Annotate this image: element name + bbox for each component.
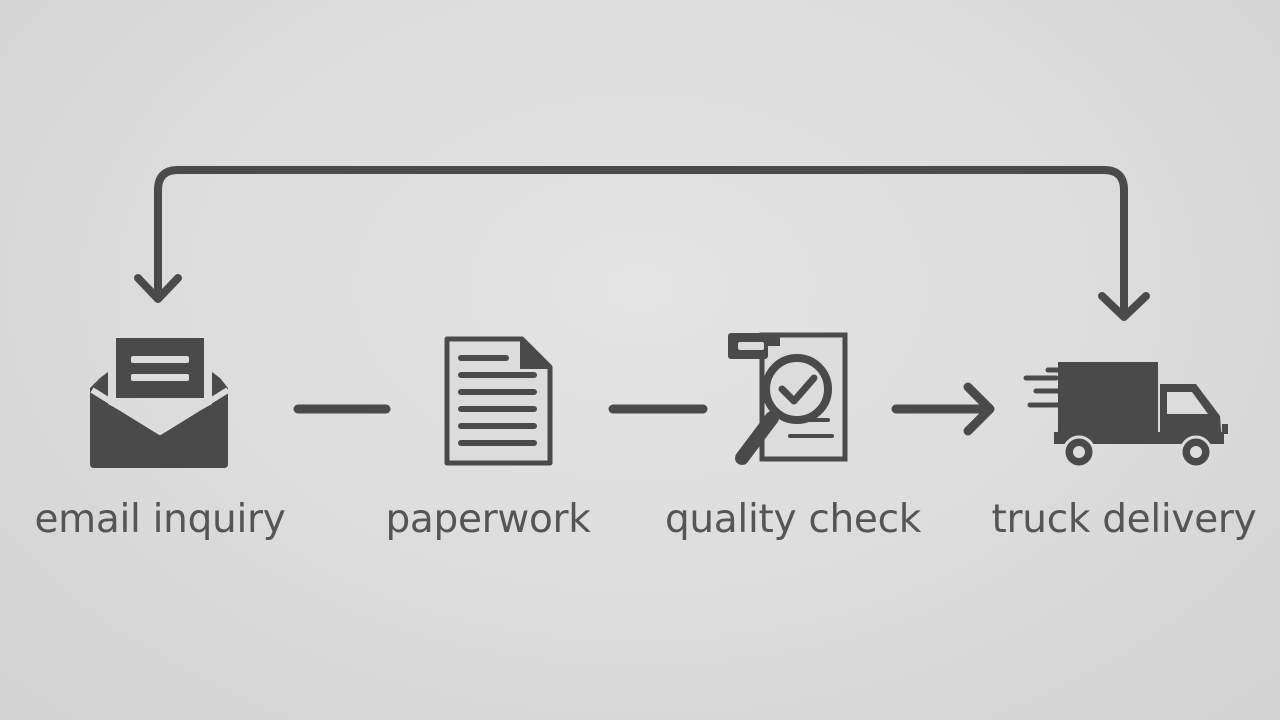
loop-connector bbox=[134, 166, 1150, 321]
envelope-letter-icon bbox=[90, 338, 230, 468]
loop-line bbox=[154, 166, 1128, 318]
loop-arrowhead-left bbox=[134, 274, 182, 303]
connector-arrow-3 bbox=[891, 382, 995, 436]
loop-arrowhead-right bbox=[1098, 292, 1150, 321]
delivery-truck-icon bbox=[1023, 362, 1228, 469]
step-label-truck-delivery: truck delivery bbox=[991, 497, 1257, 542]
magnifier-check-document-icon bbox=[728, 332, 848, 465]
step-label-quality-check: quality check bbox=[664, 497, 922, 542]
document-icon bbox=[444, 336, 553, 466]
step-label-email-inquiry: email inquiry bbox=[34, 497, 286, 542]
step-label-paperwork: paperwork bbox=[385, 497, 591, 542]
